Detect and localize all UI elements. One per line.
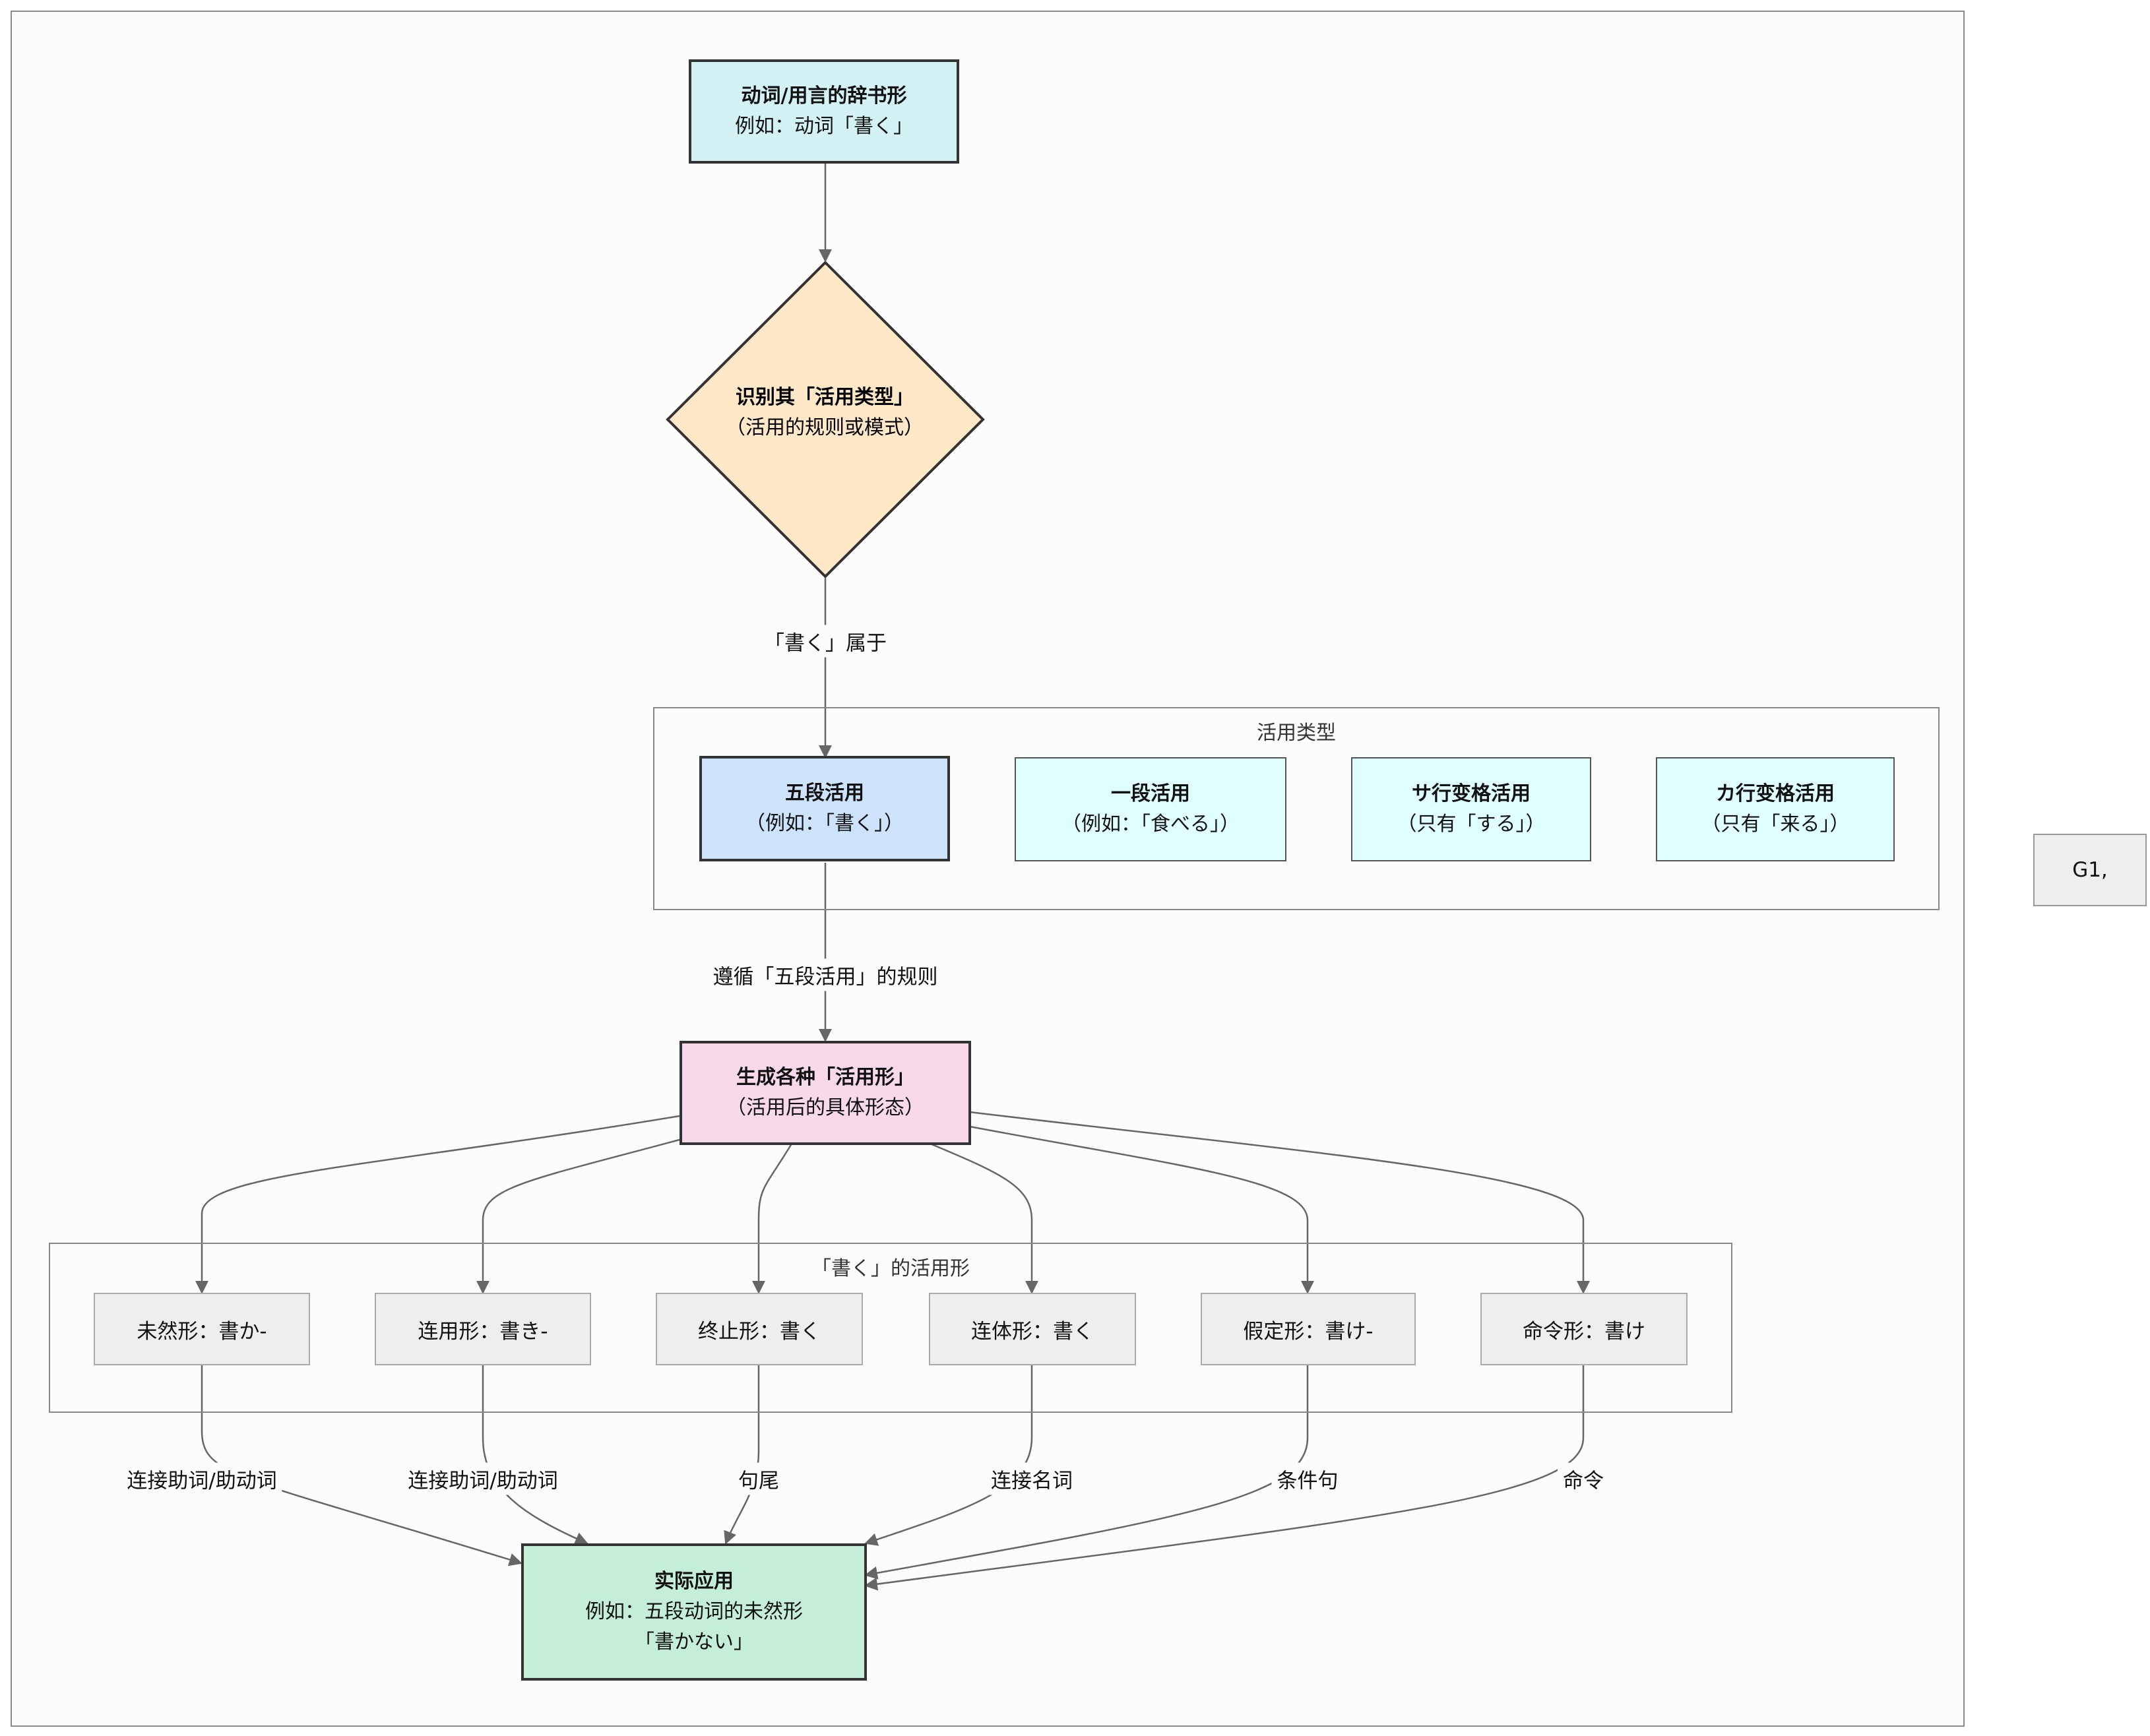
sahen-sub: （只有「する」） <box>1397 813 1546 836</box>
generate-sub: （活用后的具体形态） <box>726 1096 924 1119</box>
dict-form-sub: 例如：动词「書く」 <box>735 115 913 138</box>
godan-node: 五段活用 （例如：「書く」） <box>699 756 950 861</box>
edge-generate-to-form6 <box>969 1111 1590 1294</box>
edge-label-belongs: 「書く」属于 <box>759 625 892 658</box>
ichidan-node: 一段活用 （例如：「食べる」） <box>1015 757 1286 861</box>
edge-generate-to-form3 <box>752 1143 793 1294</box>
kahen-sub: （只有「来る」） <box>1701 813 1850 836</box>
edge-form5-to-apply <box>864 1365 1309 1580</box>
edge-form6-to-apply <box>864 1365 1585 1591</box>
edge-generate-to-form5 <box>969 1125 1314 1294</box>
sahen-node: サ行变格活用 （只有「する」） <box>1351 757 1591 861</box>
diagram-frame <box>11 11 1965 1727</box>
g1-node: G1, <box>2033 834 2147 906</box>
apply-sub: 例如：五段动词的未然形 <box>585 1600 803 1623</box>
edge-form4-to-apply <box>864 1365 1033 1546</box>
ichidan-title: 一段活用 <box>1111 782 1190 805</box>
edge-form2-to-apply <box>482 1365 588 1545</box>
kahen-title: カ行变格活用 <box>1716 782 1835 805</box>
kahen-node: カ行变格活用 （只有「来る」） <box>1656 757 1895 861</box>
cluster-types: 活用类型 <box>653 707 1940 910</box>
edge-generate-to-form4 <box>930 1142 1038 1294</box>
ichidan-sub: （例如：「食べる」） <box>1061 813 1240 836</box>
form-katei: 假定形：書け- <box>1201 1293 1416 1365</box>
edge-label-f2: 连接助词/助动词 <box>402 1462 563 1495</box>
godan-sub: （例如：「書く」） <box>745 812 904 835</box>
identify-diamond <box>666 261 985 578</box>
identify-sub: （活用的规则或模式） <box>726 416 924 439</box>
dict-form-title: 动词/用言的辞书形 <box>741 84 907 108</box>
edge-label-f1: 连接助词/助动词 <box>121 1462 282 1495</box>
edge-label-follows: 遵循「五段活用」的规则 <box>707 958 943 991</box>
edge-generate-to-form2 <box>476 1138 680 1294</box>
cluster-forms-title: 「書く」的活用形 <box>811 1257 970 1280</box>
godan-title: 五段活用 <box>785 782 864 805</box>
edge-label-f5: 条件句 <box>1271 1462 1344 1495</box>
identify-text: 识别其「活用类型」 （活用的规则或模式） <box>666 383 983 443</box>
edge-form3-to-apply <box>724 1365 760 1545</box>
edge-label-f6: 命令 <box>1558 1462 1609 1495</box>
cluster-types-title: 活用类型 <box>1257 722 1336 745</box>
edge-label-f4: 连接名词 <box>986 1462 1078 1495</box>
form-mizen: 未然形：書か- <box>94 1293 310 1365</box>
form-rentai: 连体形：書く <box>929 1293 1136 1365</box>
form-meirei: 命令形：書け <box>1480 1293 1688 1365</box>
edge-generate-to-form1 <box>195 1115 680 1294</box>
dict-form-node: 动词/用言的辞书形 例如：动词「書く」 <box>689 59 959 164</box>
cluster-forms: 「書く」的活用形 <box>49 1243 1732 1413</box>
apply-node: 实际应用 例如：五段动词的未然形 「書かない」 <box>521 1543 867 1681</box>
generate-title: 生成各种「活用形」 <box>736 1066 914 1089</box>
sahen-title: サ行变格活用 <box>1412 782 1531 805</box>
form-shuushi: 终止形：書く <box>656 1293 863 1365</box>
apply-title: 实际应用 <box>654 1570 734 1593</box>
form-renyou: 连用形：書き- <box>375 1293 591 1365</box>
identify-title: 识别其「活用类型」 <box>736 386 914 409</box>
edge-label-f3: 句尾 <box>733 1462 784 1495</box>
generate-node: 生成各种「活用形」 （活用后的具体形态） <box>680 1041 971 1145</box>
apply-sub2: 「書かない」 <box>635 1630 753 1654</box>
